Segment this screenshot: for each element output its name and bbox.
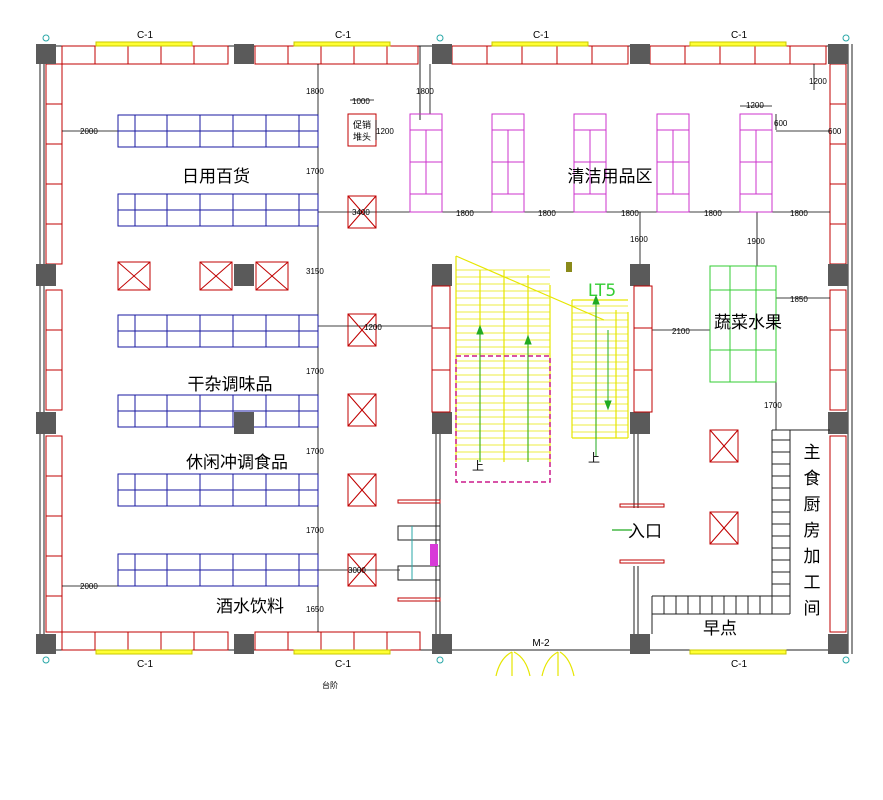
entrance-doors xyxy=(495,651,575,677)
stair-up-label-2: 上 xyxy=(588,451,600,465)
dimension-lines xyxy=(62,64,830,632)
dim-1650: 1650 xyxy=(306,605,324,614)
checkout-counters xyxy=(397,499,665,602)
dim-1800-top-mid: 1800 xyxy=(416,87,434,96)
dim-1800-row-3: 1800 xyxy=(621,209,639,218)
window-label-bottom-1: C-1 xyxy=(137,659,154,670)
dim-1200-checkout: 1200 xyxy=(376,127,394,136)
dim-1700-3: 1700 xyxy=(306,447,324,456)
window-label-top-4: C-1 xyxy=(731,30,748,41)
aisle-shelves xyxy=(117,114,319,587)
zone-dry-goods: 干杂调味品 xyxy=(188,375,273,395)
kitchen-walls xyxy=(651,429,830,634)
right-wall-shelves xyxy=(829,63,847,633)
dim-bracket-1000 xyxy=(350,99,377,140)
dim-3150: 3150 xyxy=(306,267,324,276)
dim-1200-corner: 1200 xyxy=(809,77,827,86)
cleaning-shelves xyxy=(409,113,773,213)
stair-up-label-1: 上 xyxy=(472,459,484,473)
partition-lines xyxy=(435,434,639,634)
elevator-marker xyxy=(566,262,572,272)
zone-kitchen-1: 主 xyxy=(804,443,821,463)
zone-kitchen-7: 间 xyxy=(804,599,821,619)
dim-600-a: 600 xyxy=(774,119,788,128)
promo-display-boxes xyxy=(117,113,739,587)
zone-kitchen-5: 加 xyxy=(804,547,821,567)
dim-1700-1: 1700 xyxy=(306,167,324,176)
stair-treads xyxy=(456,269,628,460)
kitchen-counters xyxy=(663,439,790,614)
dim-1600: 1600 xyxy=(630,235,648,244)
elevator-label: LT5 xyxy=(588,281,616,301)
zone-cleaning: 清洁用品区 xyxy=(568,167,653,187)
dim-1200-aisle: 1200 xyxy=(364,323,382,332)
veg-fruit-stand xyxy=(709,265,777,383)
corner-markers xyxy=(42,34,850,664)
stair-arrows xyxy=(476,294,612,462)
window-label-top-1: C-1 xyxy=(137,30,154,41)
zone-breakfast: 早点 xyxy=(703,619,737,639)
zone-kitchen-6: 工 xyxy=(804,573,821,593)
dim-2000-bottom: 2000 xyxy=(80,582,98,591)
window-label-bottom-3: C-1 xyxy=(731,659,748,670)
door-label: M-2 xyxy=(532,638,550,649)
dim-1800-row-2: 1800 xyxy=(538,209,556,218)
checkout-label-2: 堆头 xyxy=(353,132,371,142)
window-label-top-3: C-1 xyxy=(533,30,550,41)
escalator-box xyxy=(455,355,551,483)
cashier-marker xyxy=(430,544,438,566)
dim-2100: 2100 xyxy=(672,327,690,336)
step-label: 台阶 xyxy=(322,680,338,690)
dim-1850: 1850 xyxy=(790,295,808,304)
zone-kitchen-4: 房 xyxy=(804,521,821,541)
dim-3000: 3000 xyxy=(348,566,366,575)
dim-1000: 1000 xyxy=(352,97,370,106)
dim-bracket-1200 xyxy=(740,105,777,130)
dim-1700-2: 1700 xyxy=(306,367,324,376)
window-label-bottom-2: C-1 xyxy=(335,659,352,670)
dim-1800-row-4: 1800 xyxy=(704,209,722,218)
zone-veg-fruit: 蔬菜水果 xyxy=(714,313,782,333)
dim-600-b: 600 xyxy=(828,127,842,136)
dim-2000-top: 2000 xyxy=(80,127,98,136)
zone-drinks: 酒水饮料 xyxy=(216,597,284,617)
dim-1700-veg: 1700 xyxy=(764,401,782,410)
dim-1700-4: 1700 xyxy=(306,526,324,535)
zone-kitchen-3: 厨 xyxy=(804,495,821,515)
dim-1200-right: 1200 xyxy=(746,101,764,110)
checkout-label-1: 促销 xyxy=(353,119,371,130)
windows xyxy=(95,41,787,655)
window-label-top-2: C-1 xyxy=(335,30,352,41)
stair-walls xyxy=(431,285,653,413)
dim-1900: 1900 xyxy=(747,237,765,246)
dim-1800-top-left: 1800 xyxy=(306,87,324,96)
zone-daily-goods: 日用百货 xyxy=(182,167,250,187)
dim-1800-row-1: 1800 xyxy=(456,209,474,218)
dim-1800-row-5: 1800 xyxy=(790,209,808,218)
zone-snacks: 休闲冲调食品 xyxy=(186,453,288,473)
zone-entrance: 入口 xyxy=(628,522,662,542)
dim-3400: 3400 xyxy=(352,208,370,217)
left-wall-shelves xyxy=(45,63,63,633)
zone-kitchen-2: 食 xyxy=(804,469,821,489)
